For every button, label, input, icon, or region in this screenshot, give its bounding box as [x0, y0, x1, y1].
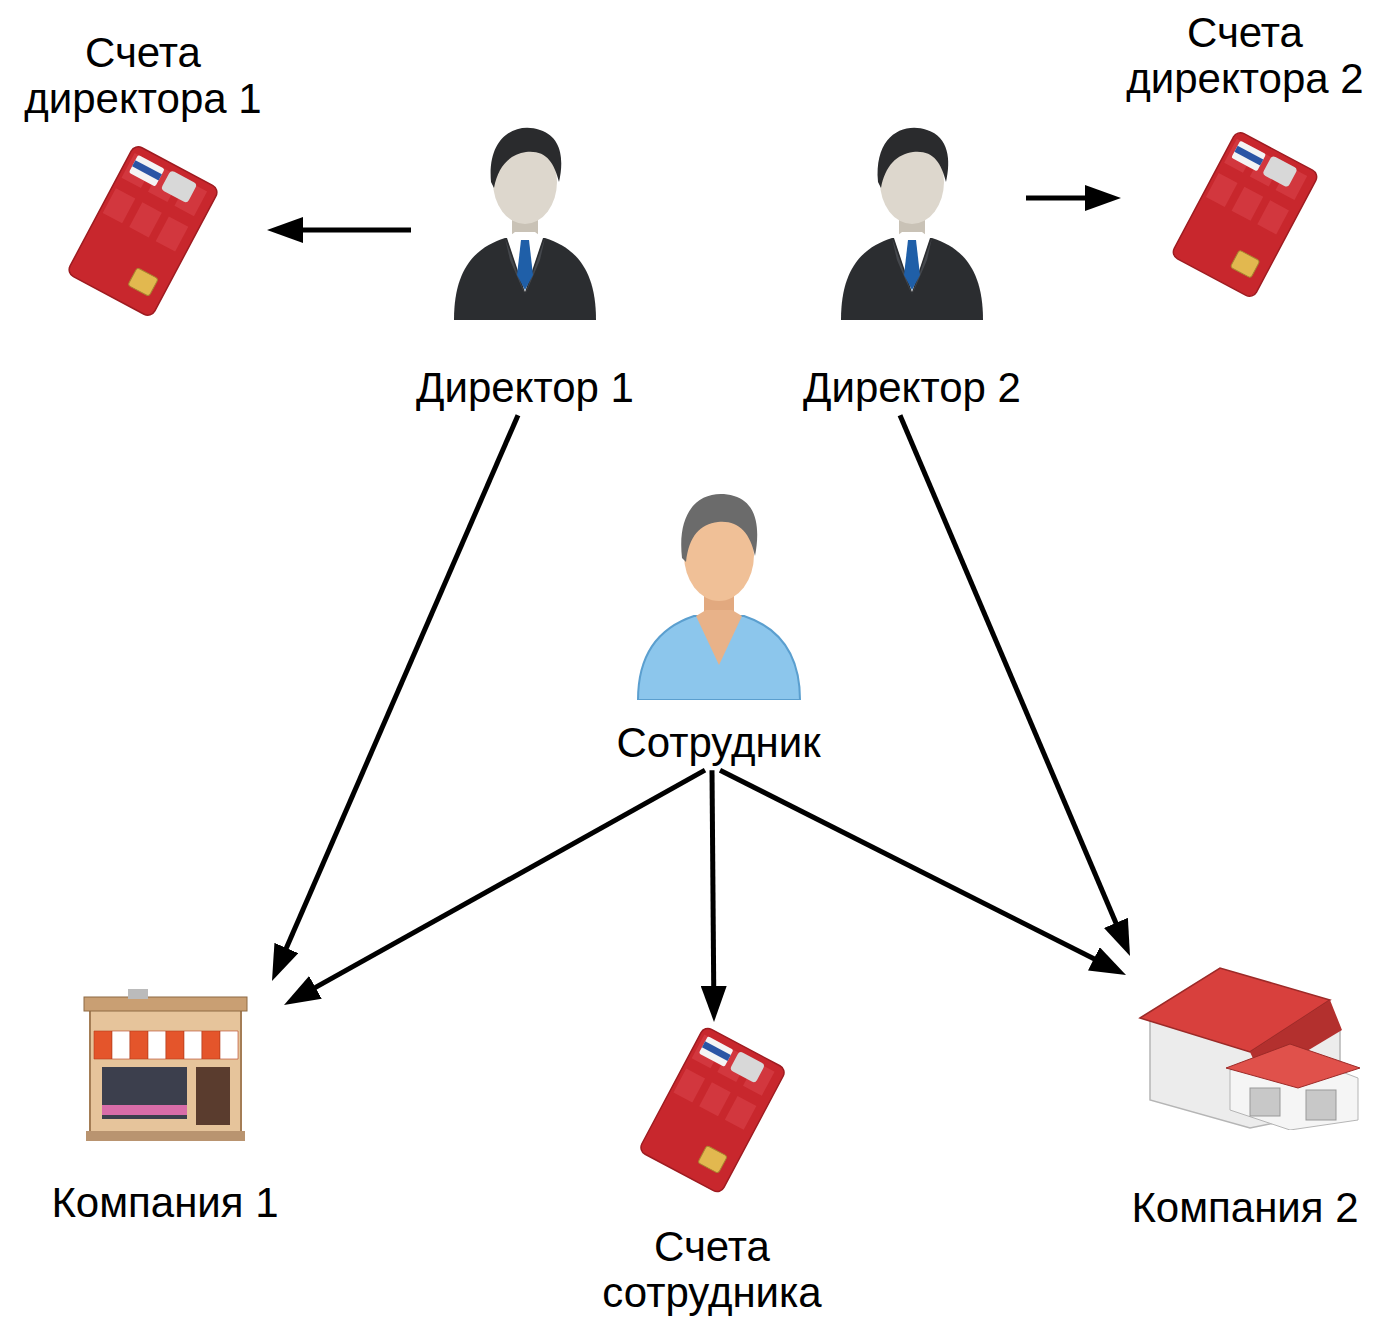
warehouse-icon [1130, 960, 1360, 1130]
card-pattern [129, 203, 162, 238]
director-icon [450, 110, 600, 320]
suit-body [454, 238, 596, 320]
card-hologram [161, 170, 198, 204]
hair [878, 128, 949, 188]
awning-stripe [112, 1031, 130, 1059]
awning-stripe [184, 1031, 202, 1059]
card-pattern [1232, 187, 1264, 221]
card-pattern [1206, 173, 1238, 207]
card-chip [1230, 250, 1260, 278]
account-node: Счета директора 2 [1121, 6, 1369, 301]
card-logo-band [701, 1041, 730, 1061]
arrow-connector [1026, 196, 1109, 201]
card-group [66, 146, 219, 316]
arrow-connector [279, 228, 411, 233]
card-icon [63, 146, 223, 316]
arrow-connector [712, 770, 714, 1010]
card-group [638, 1026, 787, 1194]
awning-stripe [166, 1031, 184, 1059]
card-body [66, 146, 219, 316]
arrow-connector [294, 770, 705, 999]
suit-body [841, 238, 983, 320]
arrow-connector [900, 415, 1125, 945]
store-icon [78, 985, 253, 1145]
store-sign [128, 989, 148, 999]
account-node: Счета директора 1 [19, 26, 267, 320]
card-pattern [1257, 201, 1289, 235]
shirt [507, 232, 543, 292]
warehouse-door [1306, 1090, 1336, 1120]
employee-icon [634, 470, 804, 700]
account-node: Счета сотрудника [597, 1022, 827, 1320]
node-label: Сотрудник [615, 720, 822, 766]
store-cornice [84, 997, 247, 1011]
node-label: Счета сотрудника [601, 1224, 823, 1316]
shirt [894, 232, 930, 292]
card-hologram [729, 1051, 765, 1083]
hair [681, 494, 757, 562]
card-icon [635, 1026, 790, 1194]
director-icon [837, 110, 987, 320]
card-hologram [1262, 156, 1298, 189]
director-node: Директор 2 [798, 106, 1026, 415]
awning-stripe [94, 1031, 112, 1059]
card-pattern [103, 189, 136, 224]
awning-stripe [220, 1031, 238, 1059]
store-door [196, 1067, 230, 1125]
card-logo-band [132, 161, 162, 181]
card-chip [128, 268, 159, 297]
node-label: Компания 1 [50, 1180, 280, 1226]
node-label: Директор 1 [415, 365, 635, 411]
node-label: Компания 2 [1130, 1185, 1360, 1231]
card-icon [1165, 132, 1325, 297]
store-window [102, 1067, 187, 1119]
tie [904, 240, 920, 290]
card-pattern [673, 1069, 705, 1103]
awning-stripe [130, 1031, 148, 1059]
annex-roof [1226, 1044, 1360, 1088]
card-pattern [699, 1082, 731, 1116]
company-node: Компания 1 [46, 981, 284, 1230]
arrow-connector [277, 415, 518, 970]
hair [491, 128, 562, 188]
awning-stripe [202, 1031, 220, 1059]
store-wall [90, 1003, 241, 1135]
card-body [638, 1026, 787, 1194]
card-logo [698, 1036, 733, 1067]
tie [517, 240, 533, 290]
store-base [86, 1131, 245, 1141]
arrow-connector [720, 770, 1115, 969]
card-logo-band [1234, 146, 1263, 166]
card-chip [697, 1145, 727, 1173]
node-label: Счета директора 2 [1125, 10, 1365, 102]
node-label: Счета директора 1 [23, 30, 263, 122]
card-pattern [724, 1096, 756, 1130]
card-logo [129, 155, 165, 187]
employee-node: Сотрудник [611, 466, 826, 770]
card-group [1171, 132, 1320, 297]
card-pattern [156, 217, 189, 252]
awning-stripe [148, 1031, 166, 1059]
director-node: Директор 1 [411, 106, 639, 415]
node-label: Директор 2 [802, 365, 1022, 411]
store-flowers [102, 1105, 187, 1115]
card-body [1171, 132, 1320, 297]
company-node: Компания 2 [1126, 956, 1364, 1235]
card-logo [1231, 141, 1266, 172]
collar [696, 610, 742, 665]
warehouse-door [1250, 1088, 1280, 1116]
